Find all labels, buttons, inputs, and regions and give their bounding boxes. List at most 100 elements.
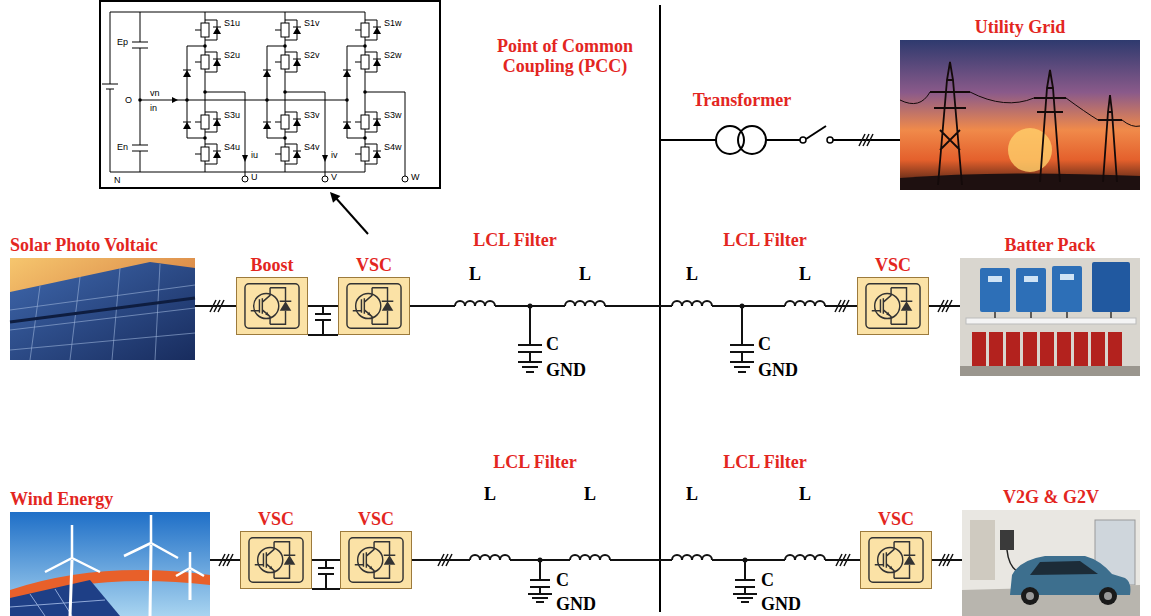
dc-link-capacitors — [308, 306, 340, 589]
component-heading: VSC — [258, 509, 294, 529]
component-heading: VSC — [358, 509, 394, 529]
converter-box: VSC — [240, 531, 312, 589]
igbt-icon — [341, 532, 411, 588]
symbol-label: C — [758, 334, 771, 354]
component-label: LCL Filter — [723, 452, 807, 472]
pin-label: S2w — [384, 50, 402, 60]
pin-label: U — [251, 172, 258, 182]
detail-arrow — [330, 192, 368, 234]
symbol-label: L — [686, 484, 698, 504]
pin-label: in — [150, 103, 157, 113]
photo-panel: Solar Photo Voltaic — [10, 258, 195, 360]
symbol-label: C — [556, 570, 569, 590]
pin-label: S2v — [304, 50, 320, 60]
junction-dots — [528, 304, 748, 563]
igbt-icon — [237, 278, 307, 334]
battery-photo — [960, 258, 1140, 376]
component-heading: VSC — [356, 255, 392, 275]
symbol-label: L — [584, 484, 596, 504]
igbt-symbol — [866, 284, 920, 328]
pin-label: iu — [251, 150, 258, 160]
symbol-label: GND — [556, 594, 596, 614]
pin-label: S4u — [224, 142, 240, 152]
pin-label: S1v — [304, 18, 320, 28]
converter-box: VSC — [340, 531, 412, 589]
igbt-icon — [339, 278, 409, 334]
pin-label: O — [125, 95, 132, 105]
converter-box: Boost — [236, 277, 308, 335]
converter-box: VSC — [860, 531, 932, 589]
pin-label: S3w — [384, 110, 402, 120]
symbol-label: L — [799, 484, 811, 504]
connector-wire — [929, 305, 960, 307]
component-label: LCL Filter — [493, 452, 577, 472]
pin-label: V — [331, 172, 337, 182]
component-heading: Solar Photo Voltaic — [10, 235, 158, 255]
igbt-symbol — [869, 538, 923, 582]
component-heading: V2G & G2V — [1003, 487, 1099, 507]
pin-label: iv — [331, 150, 338, 160]
bus-label: Point of Common Coupling (PCC) — [480, 36, 650, 76]
component-label: LCL Filter — [473, 230, 557, 250]
igbt-icon — [861, 532, 931, 588]
component-heading: Batter Pack — [1004, 235, 1095, 255]
connector-wire — [312, 559, 340, 561]
three-phase-marks — [210, 134, 953, 566]
symbol-label: L — [469, 264, 481, 284]
pin-label: En — [117, 142, 128, 152]
photo-panel: Wind Energy — [10, 512, 210, 616]
v2g-photo — [962, 510, 1140, 616]
pin-label: S3v — [304, 110, 320, 120]
pin-label: Ep — [117, 37, 128, 47]
component-label: LCL Filter — [723, 230, 807, 250]
pin-label: W — [411, 172, 420, 182]
igbt-symbol — [349, 538, 403, 582]
photo-panel: Utility Grid — [900, 40, 1140, 190]
pin-label: S1u — [224, 18, 240, 28]
symbol-label: L — [579, 264, 591, 284]
utility-grid-photo — [900, 40, 1140, 190]
pin-label: S4w — [384, 142, 402, 152]
component-heading: Utility Grid — [975, 17, 1066, 37]
connector-wire — [195, 305, 236, 307]
pin-label: S2u — [224, 50, 240, 60]
component-heading: Wind Energy — [10, 489, 113, 509]
connector-wire — [308, 305, 338, 307]
symbol-label: GND — [546, 360, 586, 380]
inverter-schematic — [100, 1, 440, 188]
symbol-label: C — [761, 570, 774, 590]
symbol-label: L — [686, 264, 698, 284]
igbt-symbol — [245, 284, 299, 328]
symbol-label: GND — [758, 360, 798, 380]
igbt-icon — [858, 278, 928, 334]
connector-wire — [932, 559, 962, 561]
component-heading: VSC — [875, 255, 911, 275]
pin-label: S3u — [224, 110, 240, 120]
transformer-and-switch — [660, 126, 900, 154]
component-heading: VSC — [878, 509, 914, 529]
symbol-label: C — [546, 334, 559, 354]
solar-photo — [10, 258, 195, 360]
lcl-filters — [410, 301, 860, 602]
component-label: Transformer — [693, 90, 792, 110]
pin-label: N — [114, 175, 121, 185]
wind-photo — [10, 512, 210, 616]
pin-label: S4v — [304, 142, 320, 152]
symbol-label: GND — [761, 594, 801, 614]
symbol-label: L — [799, 264, 811, 284]
igbt-symbol — [347, 284, 401, 328]
symbol-label: L — [484, 484, 496, 504]
component-heading: Boost — [250, 255, 293, 275]
igbt-icon — [241, 532, 311, 588]
photo-panel: V2G & G2V — [962, 510, 1140, 616]
connector-wire — [210, 559, 240, 561]
converter-box: VSC — [338, 277, 410, 335]
pcc-bus — [660, 5, 661, 612]
converter-box: VSC — [857, 277, 929, 335]
photo-panel: Batter Pack — [960, 258, 1140, 376]
pin-label: vn — [150, 88, 160, 98]
